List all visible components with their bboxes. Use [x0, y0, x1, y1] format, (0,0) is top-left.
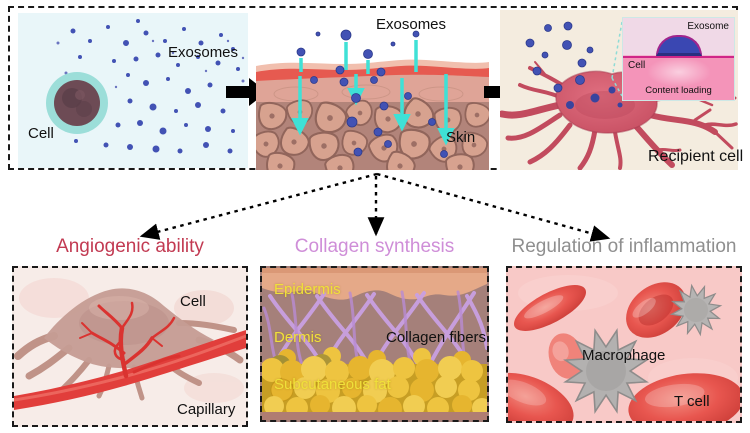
collagen-illustration [262, 268, 487, 420]
angiogenic-title: Angiogenic ability [56, 236, 204, 257]
cell-membrane-line [623, 55, 734, 59]
exosome-dots [296, 29, 448, 158]
red-blood-cells [508, 282, 740, 421]
skin-label: Skin [446, 129, 476, 146]
exosomes-label: Exosomes [168, 44, 239, 61]
exosome-dome-icon [655, 34, 702, 56]
exosome-dots [525, 21, 594, 93]
capillary-branches [79, 301, 181, 379]
cell-dome [44, 288, 214, 369]
inset-cell-label: Cell [628, 59, 646, 71]
capillary-label: Capillary [177, 401, 236, 418]
inset-exosome-label: Exosome [687, 21, 729, 32]
fat-globules [262, 347, 487, 420]
exosomes-label: Exosomes [376, 16, 447, 33]
recipient-cell-panel: Exosome Cell Content loading Recipient c… [500, 10, 743, 170]
inflammation-title: Regulation of inflammation [511, 236, 737, 257]
inflammation-illustration [508, 275, 740, 421]
content-diffusion [646, 57, 711, 88]
angiogenic-panel: Cell Capillary [12, 266, 248, 427]
recipient-cell-label: Recipient cell [648, 148, 744, 165]
subcutaneous-fat-label: Subcutaneous fat [274, 376, 391, 393]
t-cell-label: T cell [674, 393, 710, 410]
angiogenesis-illustration [14, 278, 246, 410]
internalized-dots [566, 86, 623, 109]
collagen-panel: Epidermis Dermis Collagen fibers Subcuta… [260, 266, 489, 422]
exosome-release-illustration [46, 19, 245, 154]
skin-cross-section-illustration [256, 29, 489, 170]
inset-content-loading-label: Content loading [645, 84, 712, 96]
uptake-inset: Exosome Cell Content loading [622, 17, 735, 101]
recipient-cell-illustration [500, 21, 738, 170]
cell-label: Cell [28, 125, 54, 142]
macrophage-cells [553, 280, 726, 421]
macrophage-label: Macrophage [582, 347, 666, 364]
branch-arrows [139, 172, 611, 242]
inflammation-panel: Macrophage T cell [506, 266, 742, 423]
epidermis-label: Epidermis [274, 281, 341, 298]
cell-release-panel: Cell Exosomes [18, 13, 248, 168]
collagen-fibers-label: Collagen fibers [386, 329, 487, 346]
epidermis-band [262, 268, 487, 300]
source-cell-icon [46, 72, 108, 134]
cell-label: Cell [180, 293, 206, 310]
collagen-title: Collagen synthesis [294, 236, 455, 257]
skin-penetration-panel: Exosomes Skin [256, 14, 489, 170]
dermis-label: Dermis [274, 329, 322, 346]
